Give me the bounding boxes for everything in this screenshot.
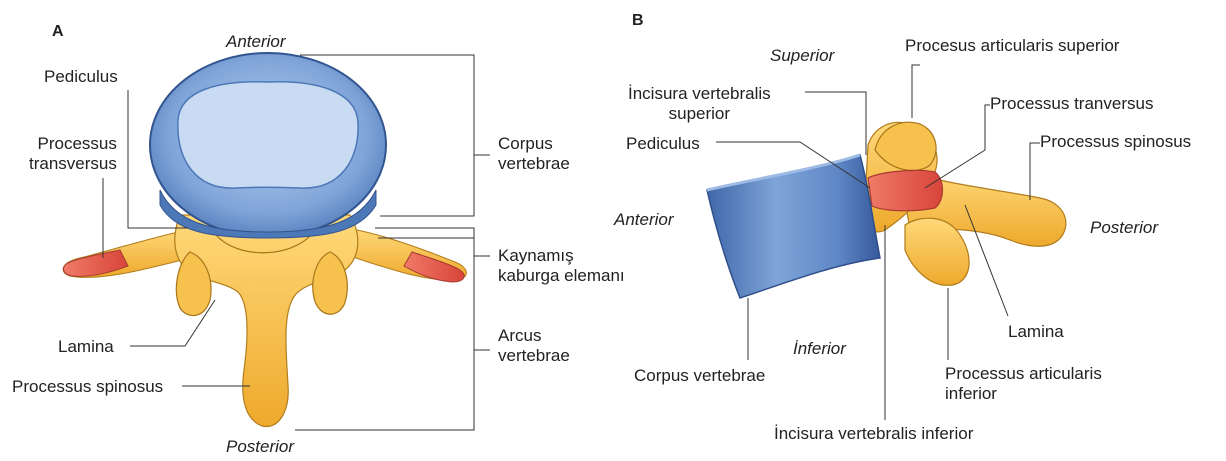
arcus-label: Arcus vertebrae <box>498 326 570 366</box>
leader-spinosus-b <box>1030 143 1040 200</box>
vertebral-body-endplate <box>178 82 358 188</box>
art-sup-label: Procesus articularis superior <box>905 36 1119 56</box>
corpus-label-a: Corpus vertebrae <box>498 134 570 174</box>
lamina-label-b: Lamina <box>1008 322 1064 342</box>
pediculus-label-a: Pediculus <box>44 67 118 87</box>
leader-incisura-sup <box>805 92 866 155</box>
panel-b-drawing <box>707 122 1066 298</box>
posterior-label-a: Posterior <box>226 437 294 457</box>
leader-art-sup <box>912 65 920 118</box>
inferior-label-b: İnferior <box>793 339 846 359</box>
side-vertebral-body <box>707 155 880 298</box>
lamina-label-a: Lamina <box>58 337 114 357</box>
transversus-label-a: Processus transversus <box>29 134 117 174</box>
panel-a-letter: A <box>52 23 64 41</box>
panel-a-drawing <box>63 53 466 427</box>
incisura-inf-label: İncisura vertebralis inferior <box>774 424 973 444</box>
kaynamis-label: Kaynamış kaburga elemanı <box>498 246 625 286</box>
vertebral-arch <box>175 215 358 427</box>
corpus-label-b: Corpus vertebrae <box>634 366 765 386</box>
side-transverse-process <box>868 170 943 210</box>
incisura-sup-label: İncisura vertebralis superior <box>628 84 771 124</box>
posterior-label-b: Posterior <box>1090 218 1158 238</box>
tranversus-label-b: Processus tranversus <box>990 94 1153 114</box>
panel-b-letter: B <box>632 12 644 30</box>
anterior-label-a: Anterior <box>226 32 286 52</box>
art-inf-label: Processus articularis inferior <box>945 364 1102 404</box>
spinosus-label-a: Processus spinosus <box>12 377 163 397</box>
superior-label-b: Superior <box>770 46 834 66</box>
pediculus-label-b: Pediculus <box>626 134 700 154</box>
spinosus-label-b: Processus spinosus <box>1040 132 1191 152</box>
anterior-label-b: Anterior <box>614 210 674 230</box>
